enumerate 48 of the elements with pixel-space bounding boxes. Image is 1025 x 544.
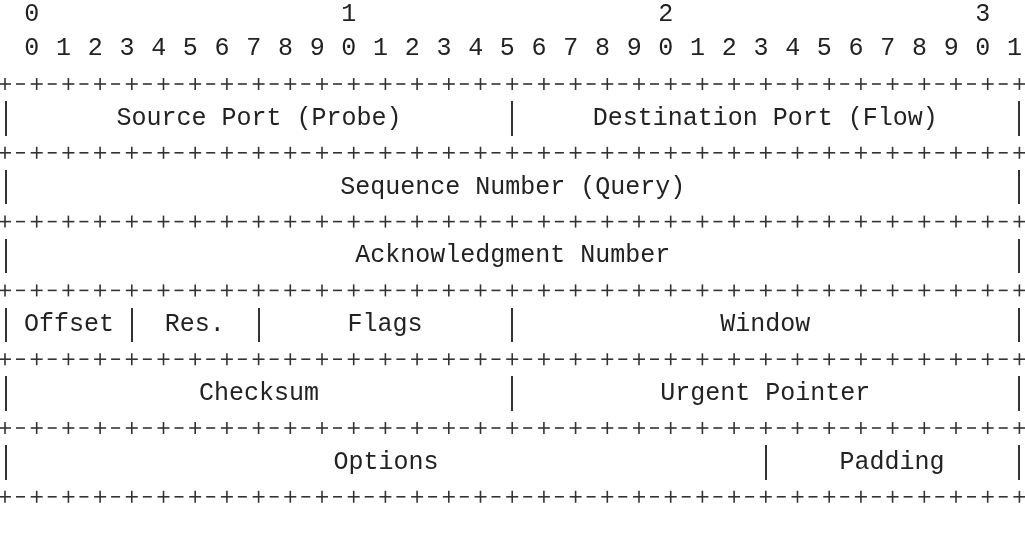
bit-number: 5 — [815, 33, 833, 66]
bit-number: 4 — [784, 33, 802, 66]
bit-number: 0 — [340, 33, 358, 66]
field-name: Source Port (Probe) — [116, 105, 402, 131]
bit-number: 8 — [910, 33, 928, 66]
bit-number: 6 — [530, 33, 548, 66]
bit-number: 5 — [181, 33, 199, 66]
field-name: Acknowledgment Number — [355, 243, 671, 269]
bit-decade-number: 2 — [657, 0, 675, 31]
bit-number: 0 — [23, 33, 41, 66]
bit-number: 4 — [150, 33, 168, 66]
bit-decade-number: 1 — [340, 0, 358, 31]
field-name: Window — [720, 312, 811, 338]
bit-number: 1 — [689, 33, 707, 66]
bit-number: 1 — [372, 33, 390, 66]
bit-number: 3 — [118, 33, 136, 66]
bit-number: 8 — [276, 33, 294, 66]
bit-number: 0 — [974, 33, 992, 66]
field-name: Res. — [164, 312, 225, 338]
bit-number: 6 — [213, 33, 231, 66]
field-name: Sequence Number (Query) — [340, 174, 686, 200]
bit-number: 9 — [942, 33, 960, 66]
bit-number: 8 — [593, 33, 611, 66]
bit-number: 3 — [435, 33, 453, 66]
bit-number: 0 — [657, 33, 675, 66]
field-name: Urgent Pointer — [660, 381, 871, 407]
bit-number: 2 — [86, 33, 104, 66]
bit-decade-number: 3 — [974, 0, 992, 31]
field-name: Flags — [347, 312, 423, 338]
bit-number: 4 — [467, 33, 485, 66]
bit-number: 7 — [879, 33, 897, 66]
field-name: Padding — [839, 449, 945, 475]
bit-number: 3 — [752, 33, 770, 66]
field-name: Offset — [23, 312, 114, 338]
bit-number: 2 — [720, 33, 738, 66]
bit-number: 1 — [1006, 33, 1024, 66]
bit-number: 6 — [847, 33, 865, 66]
bit-number: 5 — [498, 33, 516, 66]
bit-number: 7 — [562, 33, 580, 66]
bit-number: 1 — [55, 33, 73, 66]
field-name: Options — [333, 449, 439, 475]
bit-number: 9 — [625, 33, 643, 66]
bit-number: 2 — [403, 33, 421, 66]
bit-number: 7 — [245, 33, 263, 66]
field-name: Checksum — [199, 381, 320, 407]
bit-decade-number: 0 — [23, 0, 41, 31]
bit-number: 9 — [308, 33, 326, 66]
field-name: Destination Port (Flow) — [592, 105, 938, 131]
